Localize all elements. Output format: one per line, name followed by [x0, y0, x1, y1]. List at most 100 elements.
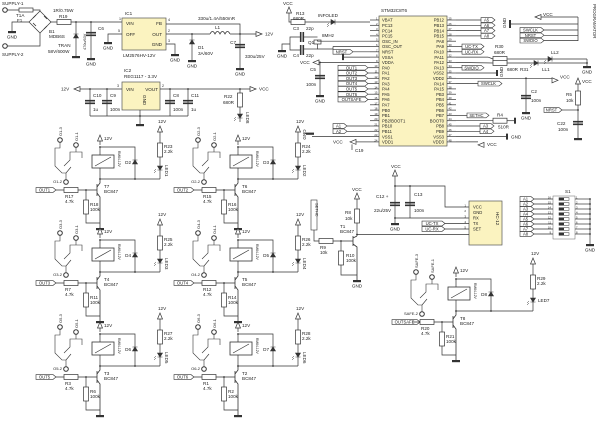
r22-ref: R22	[224, 94, 233, 99]
out-tag	[337, 86, 369, 92]
q1-value: 8MHz	[322, 33, 335, 38]
npn-transistor-icon	[234, 272, 239, 321]
mcu-pin-name: PA10	[434, 50, 445, 55]
pulldown-resistor-ref: R2	[228, 389, 234, 394]
mcu-pin-number: 10	[374, 64, 378, 68]
out-tag	[337, 65, 369, 71]
supply-arrow-icon	[534, 13, 542, 21]
mcu-pin-name: PA14	[434, 81, 445, 86]
dip-pin-number: 5	[576, 216, 578, 220]
mcu-pin-name: PB0	[382, 108, 391, 113]
r4-ref: R4	[497, 113, 503, 118]
r19	[56, 19, 72, 25]
out-tag-label: OUTSAFE	[342, 97, 362, 102]
led-ref: LED6	[302, 352, 307, 364]
gnd-label: GND	[585, 248, 596, 253]
input-resistor-ref: R1	[203, 381, 209, 386]
mcu-pin-name: PB13	[434, 23, 445, 28]
out-tag-label: OUTSAFE	[395, 320, 415, 325]
pulldown-resistor	[83, 199, 89, 215]
out-tag-label: OUT4	[177, 281, 189, 286]
pulldown-resistor-value: 100k	[446, 339, 457, 344]
r13-ref: R13	[296, 11, 305, 16]
contact-label: SAFE-3	[414, 253, 419, 268]
dip-pin-number: 2	[576, 201, 578, 205]
dip-address-tag-label: A3	[523, 207, 529, 212]
c3	[299, 32, 305, 42]
dip-address-tag-label: A7	[523, 227, 529, 232]
led-ref: LED4	[302, 258, 307, 270]
pin-number: 2	[162, 84, 164, 88]
indicator-led-icon	[156, 352, 164, 358]
r13	[290, 19, 306, 25]
uc-tx-tag-label: UC-TX	[465, 44, 478, 49]
address-tag	[479, 123, 495, 129]
wire	[317, 44, 334, 50]
mcu-pin-number: 27	[449, 27, 453, 31]
supply-label: VCC	[259, 87, 269, 92]
c22-value: 100n	[558, 127, 569, 132]
c2-ref: C2	[531, 89, 537, 94]
junction-dot	[99, 333, 101, 335]
programmer-tag-label: SWDIO	[523, 38, 538, 43]
hc12-pin-name: SET	[473, 227, 482, 232]
c7-ref: C7	[230, 40, 236, 45]
ic2-pin: VIN	[126, 87, 134, 92]
flyback-diode-icon	[269, 346, 277, 352]
mcu-pin-name: PB1	[382, 113, 391, 118]
dip-switch-lever	[559, 232, 564, 236]
c11-value: 1u	[191, 107, 197, 112]
pulldown-resistor	[83, 386, 89, 402]
terminal-icon	[195, 230, 201, 236]
pulldown-resistor	[439, 331, 445, 347]
out-tag	[391, 319, 421, 325]
indicator-led-icon	[529, 297, 537, 303]
led-resistor-ref: R29	[537, 276, 546, 281]
transistor-ref: T8	[460, 316, 466, 321]
dip-pin-number: 12	[548, 216, 552, 220]
led-resistor	[530, 274, 536, 290]
mcu-pin-number: 43	[449, 112, 453, 116]
junction-dot	[99, 239, 101, 241]
out-tag	[337, 75, 369, 81]
led-resistor-ref: R25	[164, 237, 173, 242]
mcu-pin-name: PB12	[434, 18, 445, 23]
flyback-diode-icon	[131, 159, 139, 165]
mcu-pin-name: PB3	[436, 92, 445, 97]
c12-value: 22u/25V	[374, 208, 392, 213]
r9-ref: R9	[320, 245, 326, 250]
input-resistor-ref: R15	[203, 194, 212, 199]
c13-value: 100n	[414, 208, 425, 213]
transistor-ref: T7	[104, 184, 110, 189]
input-resistor-value: 4.7k	[421, 331, 430, 336]
mcu-pin-name: PA13	[434, 65, 445, 70]
dip-switch-lever	[559, 212, 564, 216]
diode-ref: D4	[125, 253, 131, 258]
c2-value: 100n	[531, 98, 542, 103]
gnd-label: GND	[235, 72, 246, 77]
led-resistor-value: 2.2k	[164, 336, 173, 341]
supply-arrow-icon	[477, 141, 485, 148]
infoled-icon	[330, 18, 336, 26]
programmer-tag	[519, 37, 545, 44]
led-rays-icon	[153, 168, 157, 174]
uc-tx-tag	[421, 220, 446, 227]
v12-label: 12V	[296, 306, 305, 311]
programmer-tag-label: NRST	[525, 33, 537, 38]
ground-icon	[87, 58, 95, 61]
pulldown-resistor-ref: R6	[90, 389, 96, 394]
contact-label: O4-1	[212, 224, 217, 234]
terminal-icon	[201, 179, 207, 185]
r5-ref: R5	[566, 92, 572, 97]
uc-tx-tag	[461, 43, 485, 50]
pulldown-resistor-value: 100k	[228, 300, 239, 305]
r8	[354, 208, 360, 224]
transistor-ref: T3	[104, 371, 110, 376]
contact-label: O1-1	[74, 131, 79, 141]
dip-switch-lever	[559, 227, 564, 231]
indicator-led-icon	[294, 258, 302, 264]
transistor-part: BC847	[460, 321, 474, 326]
mcu-pin-name: PA3	[382, 81, 390, 86]
terminal-icon	[63, 366, 69, 372]
mcu-pin-name: VSS1	[382, 134, 393, 139]
